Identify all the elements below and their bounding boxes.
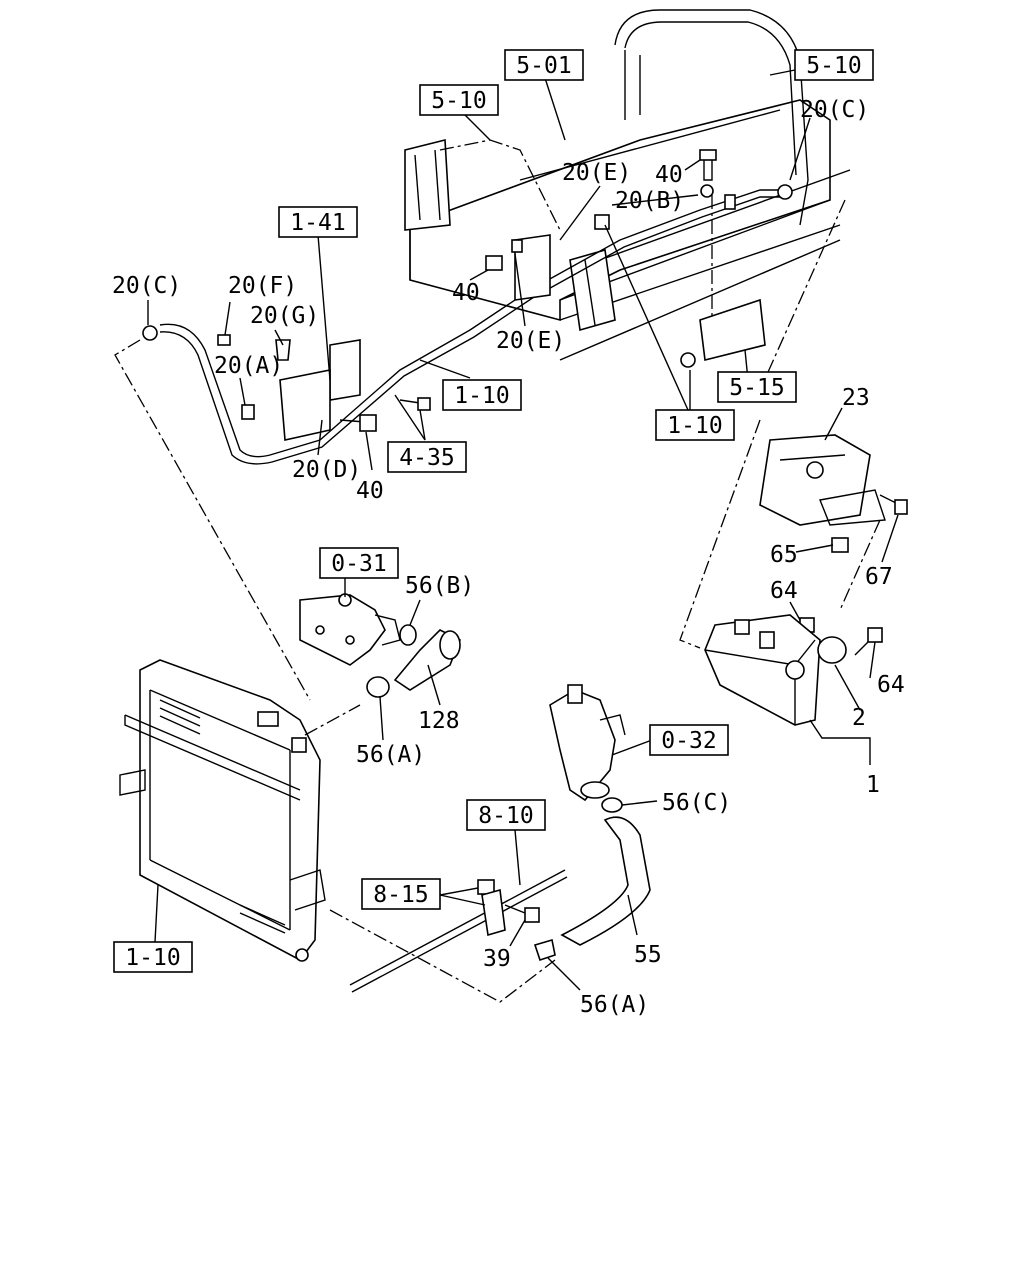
svg-text:5-10: 5-10 xyxy=(806,53,861,79)
ref-1-10-mid: 1-10 xyxy=(442,379,522,411)
svg-text:8-15: 8-15 xyxy=(373,882,428,908)
svg-text:1-10: 1-10 xyxy=(125,945,180,971)
water-outlet xyxy=(549,684,626,802)
clip-20A xyxy=(241,404,255,420)
bolt-435 xyxy=(399,397,431,411)
label-20D: 20(D) xyxy=(292,457,361,483)
svg-text:5-15: 5-15 xyxy=(729,375,784,401)
bolt-40-top xyxy=(699,149,717,181)
ref-1-10-radiator: 1-10 xyxy=(113,941,193,973)
label-67: 67 xyxy=(865,564,893,590)
hose-55 xyxy=(560,816,651,946)
label-40-bottom: 40 xyxy=(356,478,384,504)
svg-text:1-10: 1-10 xyxy=(454,383,509,409)
hose-128 xyxy=(393,629,462,691)
label-23: 23 xyxy=(842,385,870,411)
ref-0-32: 0-32 xyxy=(649,724,729,756)
label-20A: 20(A) xyxy=(214,353,283,379)
label-40-top: 40 xyxy=(655,162,683,188)
svg-text:0-32: 0-32 xyxy=(661,728,716,754)
label-56B: 56(B) xyxy=(405,573,474,599)
label-56A-bottom: 56(A) xyxy=(580,992,649,1018)
label-20E-bottom: 20(E) xyxy=(496,328,565,354)
bolt-40-mid xyxy=(485,255,503,271)
svg-text:5-10: 5-10 xyxy=(431,88,486,114)
label-128: 128 xyxy=(418,708,460,734)
ref-5-15: 5-15 xyxy=(717,371,797,403)
label-65: 65 xyxy=(770,542,798,568)
svg-text:0-31: 0-31 xyxy=(331,551,386,577)
svg-text:5-01: 5-01 xyxy=(516,53,571,79)
clamp-56C xyxy=(601,797,623,813)
pipe-bracket-815 xyxy=(477,879,506,937)
label-1: 1 xyxy=(866,772,880,798)
bolt-39 xyxy=(504,904,540,923)
ref-0-31: 0-31 xyxy=(319,547,399,579)
ref-5-10-top-right: 5-10 xyxy=(794,49,874,81)
label-56A-top: 56(A) xyxy=(356,742,425,768)
chassis-frame xyxy=(409,99,851,361)
ref-4-35: 4-35 xyxy=(387,441,467,473)
ref-1-10-right: 1-10 xyxy=(655,409,735,441)
svg-text:1-10: 1-10 xyxy=(667,413,722,439)
ref-8-15: 8-15 xyxy=(361,878,441,910)
label-56C: 56(C) xyxy=(662,790,731,816)
reserve-tank xyxy=(704,614,821,726)
label-20E-top: 20(E) xyxy=(562,160,631,186)
clamp-56A-top xyxy=(366,676,390,698)
bolt-67 xyxy=(879,494,908,515)
thermostat-cover xyxy=(299,593,401,666)
label-20C-top: 20(C) xyxy=(800,97,869,123)
overflow-pipe xyxy=(159,189,785,465)
radiator xyxy=(119,659,326,962)
tank-cap-2 xyxy=(817,636,847,664)
ref-1-41: 1-41 xyxy=(278,206,358,238)
clamp-56B xyxy=(399,624,417,646)
connection-lines xyxy=(114,199,881,1003)
svg-text:1-41: 1-41 xyxy=(290,210,345,236)
ref-5-10-left: 5-10 xyxy=(419,84,499,116)
bolt-40-bottom xyxy=(339,414,377,432)
frame-bracket-rear xyxy=(699,195,766,361)
label-39: 39 xyxy=(483,946,511,972)
frame-bracket-front xyxy=(404,138,561,231)
svg-text:8-10: 8-10 xyxy=(478,803,533,829)
clamp-56A-bottom xyxy=(533,938,556,962)
bolt-64-b xyxy=(854,627,883,656)
leader-lines xyxy=(147,69,899,991)
nut-1-10 xyxy=(680,352,696,368)
label-20F: 20(F) xyxy=(228,273,297,299)
clip-20F xyxy=(217,334,231,346)
radiator-core-fins xyxy=(159,699,286,934)
nut-65 xyxy=(831,537,849,553)
clip-20E-bottom xyxy=(511,239,523,253)
ref-8-10: 8-10 xyxy=(466,799,546,831)
label-2: 2 xyxy=(852,705,866,731)
clip-20G xyxy=(275,339,291,361)
reserve-tank-bracket xyxy=(759,434,886,526)
label-64-a: 64 xyxy=(770,578,798,604)
ref-5-01: 5-01 xyxy=(504,49,584,81)
label-20B: 20(B) xyxy=(615,188,684,214)
label-64-b: 64 xyxy=(877,672,905,698)
label-20C-left: 20(C) xyxy=(112,273,181,299)
oil-pipe xyxy=(349,869,568,993)
callout-labels: 20(C) 20(E) 40 20(B) 40 20(E) 20(C) 20(F… xyxy=(112,97,905,1018)
svg-text:4-35: 4-35 xyxy=(399,445,454,471)
label-20G: 20(G) xyxy=(250,303,319,329)
label-40-mid: 40 xyxy=(452,280,480,306)
clip-20B xyxy=(700,184,714,198)
pipe-clips xyxy=(142,184,793,441)
label-55: 55 xyxy=(634,942,662,968)
